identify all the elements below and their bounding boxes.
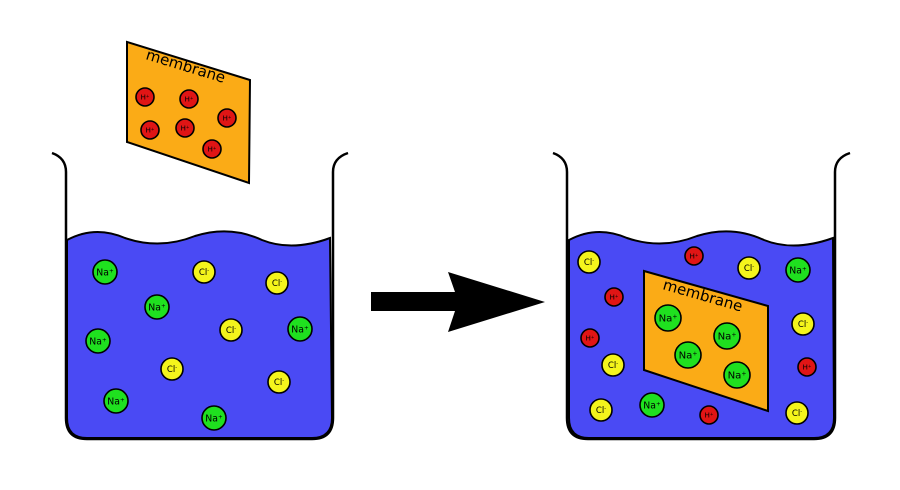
ion-label: Cl- xyxy=(608,361,618,371)
ion-label: Cl- xyxy=(167,365,177,375)
ion-label: Na+ xyxy=(89,336,107,347)
cl-ion: Cl- xyxy=(265,271,289,295)
ion-label: H+ xyxy=(140,93,149,102)
ion-label: Na+ xyxy=(789,265,807,276)
h-ion: H+ xyxy=(135,87,155,107)
h-ion: H+ xyxy=(140,120,160,140)
ion-label: Na+ xyxy=(659,313,678,325)
cl-ion: Cl- xyxy=(577,250,601,274)
ion-label: Na+ xyxy=(728,370,747,382)
na-ion: Na+ xyxy=(144,294,170,320)
h-ion: H+ xyxy=(604,287,624,307)
h-ion: H+ xyxy=(699,405,719,425)
ion-label: Cl- xyxy=(744,264,754,274)
beaker-after: membrane Na+Na+Na+Na+ Cl-H+Cl-Na+H+Cl-H+… xyxy=(552,151,851,441)
beaker-glass-before xyxy=(51,151,349,441)
ion-label: Cl- xyxy=(226,326,236,336)
ion-label: H+ xyxy=(689,252,698,261)
ion-label: Cl- xyxy=(199,268,209,278)
beaker-before: Na+ Cl- Cl- Na+ Cl- Na+ Na+ Cl- Cl- Na+ Na+ xyxy=(51,151,349,441)
ion-label: Na+ xyxy=(643,400,661,411)
ion-label: H+ xyxy=(184,95,193,104)
ion-label: Na+ xyxy=(148,302,166,313)
ion-label: Na+ xyxy=(718,331,737,343)
membrane-ions-after: Na+ Na+ Na+ Na+ xyxy=(654,304,751,389)
ion-label: H+ xyxy=(585,334,594,343)
ion-label: Cl- xyxy=(272,279,282,289)
ion-label: Na+ xyxy=(291,324,309,335)
na-ion: Na+ xyxy=(85,328,111,354)
ions-before: Na+ Cl- Cl- Na+ Cl- Na+ Na+ Cl- Cl- Na+ Na+ xyxy=(85,259,313,431)
na-ion: Na+ xyxy=(103,388,129,414)
na-ion: Na+ xyxy=(287,316,313,342)
ion-label: H+ xyxy=(704,411,713,420)
ion-label: H+ xyxy=(207,145,216,154)
na-ion: Na+ xyxy=(723,361,751,389)
ion-label: H+ xyxy=(180,124,189,133)
ion-label: H+ xyxy=(802,363,811,372)
ion-label: Na+ xyxy=(679,350,698,362)
ion-label: Cl- xyxy=(596,406,606,416)
ions-after: Cl- H+ Cl- Na+ H+ Cl- H+ Cl- H+ Cl- Na+ H+ Cl- xyxy=(577,246,817,425)
cl-ion: Cl- xyxy=(267,370,291,394)
na-ion: Na+ xyxy=(713,322,741,350)
h-ion: H+ xyxy=(684,246,704,266)
na-ion: Na+ xyxy=(201,405,227,431)
membrane-before: membrane H+H+H+H+H+H+ xyxy=(126,40,252,185)
ion-label: Cl- xyxy=(792,409,802,419)
cl-ion: Cl- xyxy=(601,353,625,377)
ion-label: Na+ xyxy=(96,267,114,278)
h-ion: H+ xyxy=(179,89,199,109)
cl-ion: Cl- xyxy=(785,401,809,425)
h-ion: H+ xyxy=(175,118,195,138)
cl-ion: Cl- xyxy=(160,357,184,381)
cl-ion: Cl- xyxy=(737,256,761,280)
h-ion: H+ xyxy=(202,139,222,159)
ion-label: H+ xyxy=(609,293,618,302)
ion-label: Na+ xyxy=(107,396,125,407)
h-ion: H+ xyxy=(580,328,600,348)
h-ion: H+ xyxy=(217,108,237,128)
ion-label: Cl- xyxy=(584,258,594,268)
ion-label: H+ xyxy=(222,114,231,123)
arrow-right-icon xyxy=(371,272,545,332)
h-ion: H+ xyxy=(797,357,817,377)
na-ion: Na+ xyxy=(639,392,665,418)
cl-ion: Cl- xyxy=(589,398,613,422)
beaker-glass-after xyxy=(552,151,851,441)
ion-label: H+ xyxy=(145,126,154,135)
ion-label: Na+ xyxy=(205,413,223,424)
membrane-ions-before: H+ H+ H+ H+ H+ H+ xyxy=(135,87,237,159)
ion-label: Cl- xyxy=(274,378,284,388)
ion-label: Cl- xyxy=(798,320,808,330)
na-ion: Na+ xyxy=(654,304,682,332)
na-ion: Na+ xyxy=(674,341,702,369)
cl-ion: Cl- xyxy=(219,318,243,342)
na-ion: Na+ xyxy=(92,259,118,285)
cl-ion: Cl- xyxy=(791,312,815,336)
cl-ion: Cl- xyxy=(192,260,216,284)
na-ion: Na+ xyxy=(785,257,811,283)
